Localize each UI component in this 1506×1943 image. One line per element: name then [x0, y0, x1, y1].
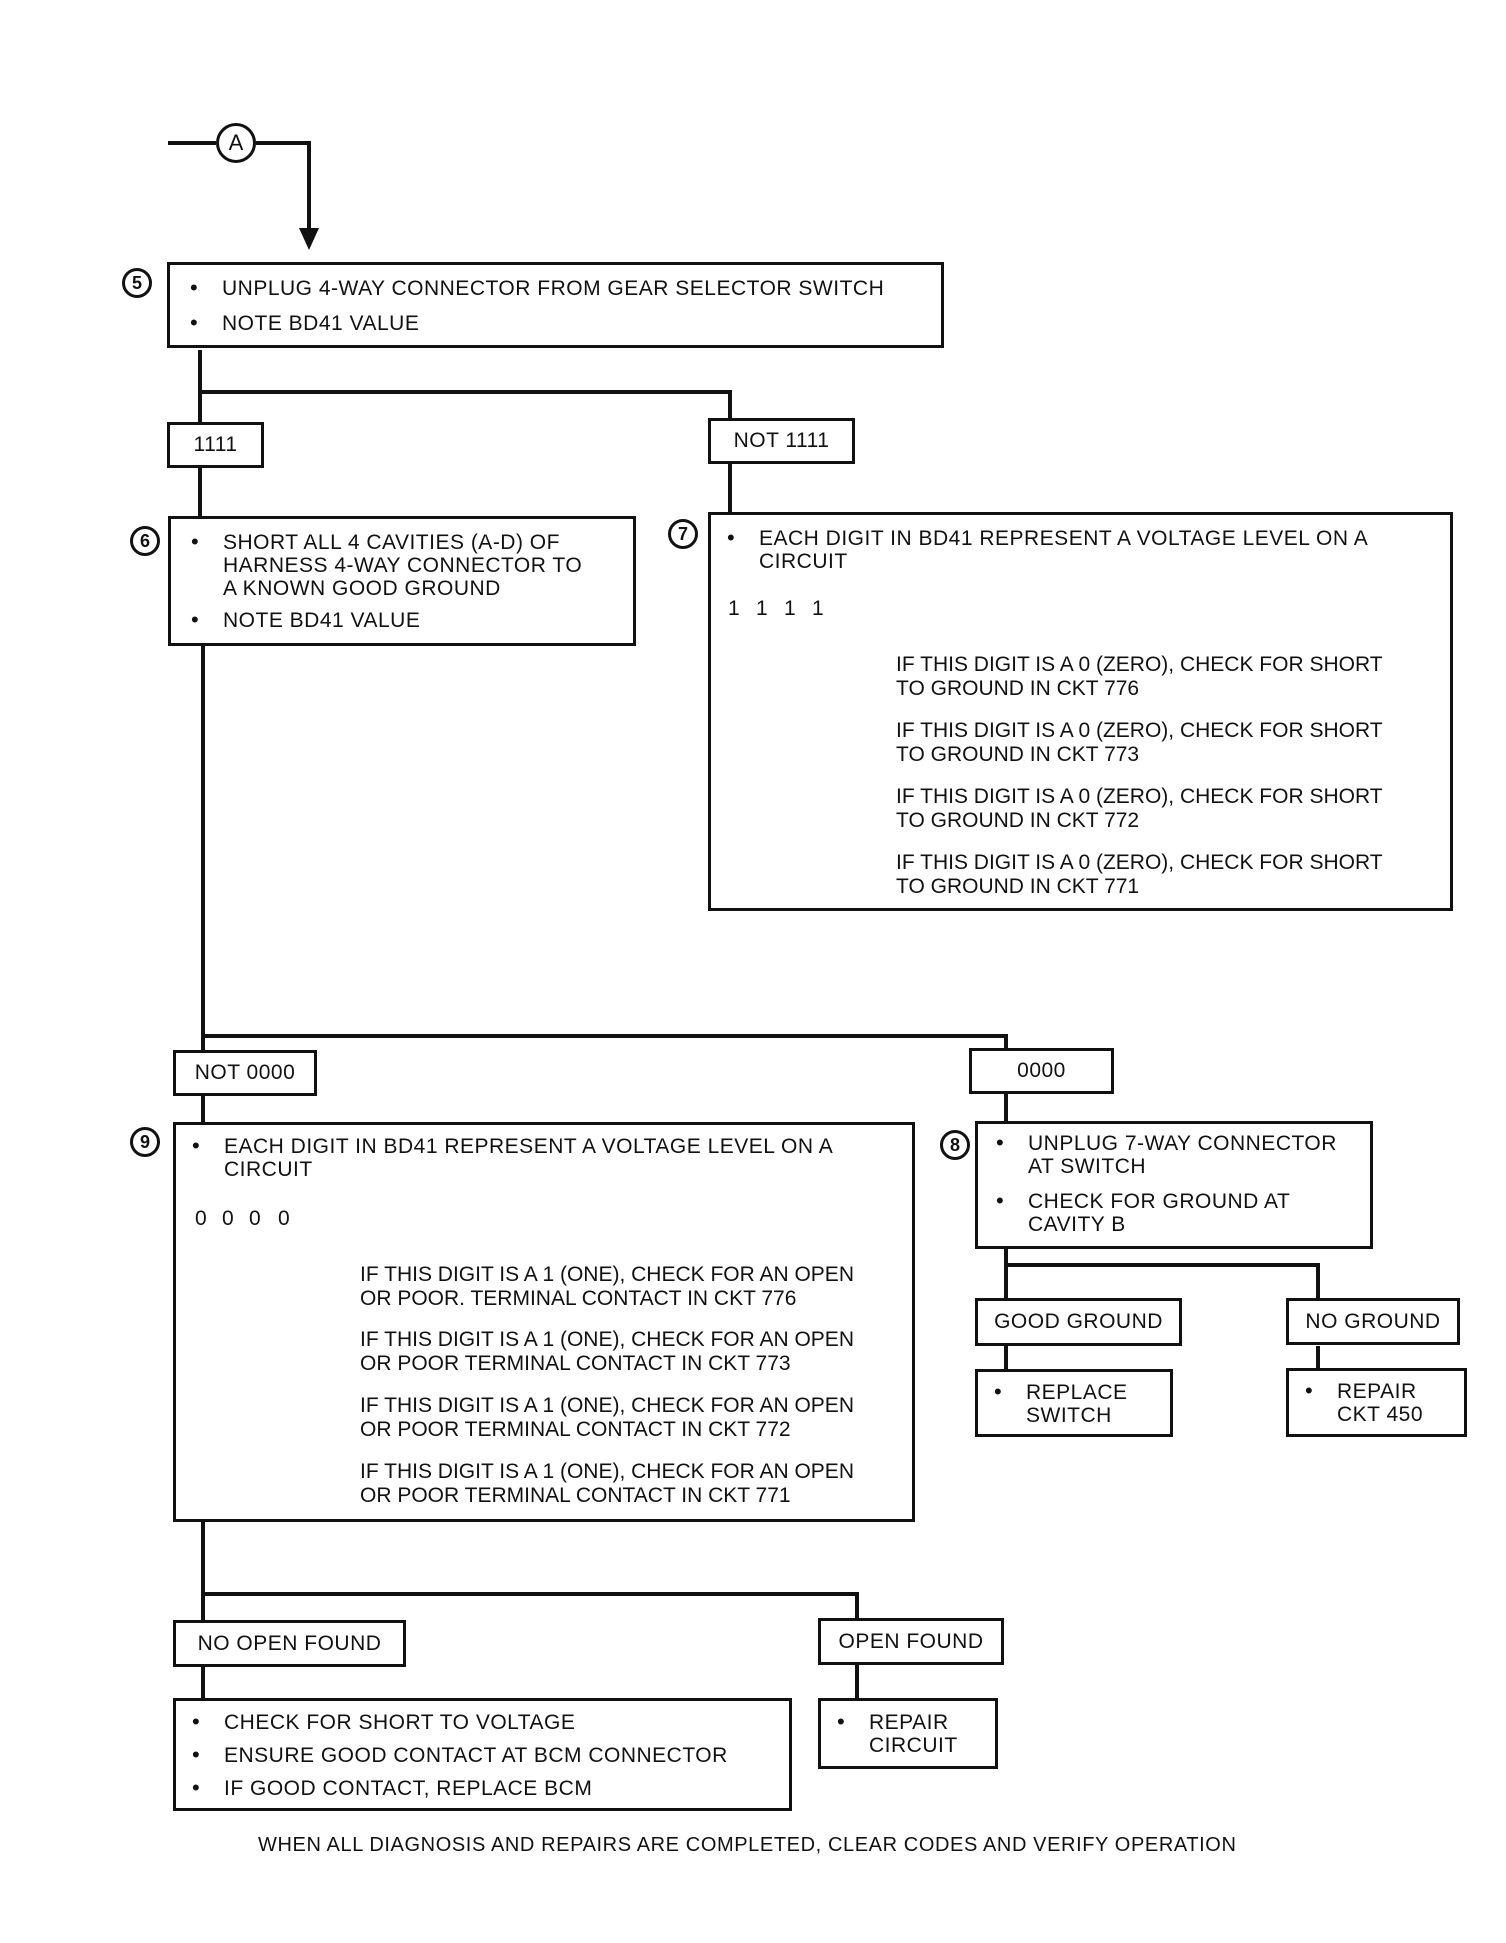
step-6-item-1-line-2: HARNESS 4-WAY CONNECTOR TO [223, 554, 583, 577]
entry-arrow-line [256, 141, 311, 230]
repair-ckt-450-box: REPAIR CKT 450 [1286, 1368, 1467, 1437]
step-9-check-772: IF THIS DIGIT IS A 1 (ONE), CHECK FOR AN… [360, 1394, 854, 1442]
repair-circuit-item: REPAIR CIRCUIT [827, 1710, 958, 1757]
step-5-marker: 5 [122, 268, 152, 298]
step-7-digit-3: 1 [784, 597, 796, 620]
label-not-1111: NOT 1111 [708, 418, 855, 464]
final-item-2: ENSURE GOOD CONTACT AT BCM CONNECTOR [182, 1743, 728, 1767]
label-1111: 1111 [167, 422, 264, 468]
repair-circuit-box: REPAIR CIRCUIT [818, 1698, 998, 1769]
line-to-noground [1006, 1263, 1320, 1300]
step-7-check-773-line-1: IF THIS DIGIT IS A 0 (ZERO), CHECK FOR S… [896, 719, 1383, 742]
step-5-box: UNPLUG 4-WAY CONNECTOR FROM GEAR SELECTO… [167, 262, 944, 348]
entry-arrowhead [299, 228, 319, 250]
step-7-check-771: IF THIS DIGIT IS A 0 (ZERO), CHECK FOR S… [896, 851, 1383, 899]
repair-circuit-line-1: REPAIR [869, 1711, 949, 1734]
step-7-check-776-line-1: IF THIS DIGIT IS A 0 (ZERO), CHECK FOR S… [896, 653, 1383, 676]
connector-a: A [216, 123, 256, 163]
replace-switch-line-2: SWITCH [1026, 1404, 1112, 1427]
final-item-3: IF GOOD CONTACT, REPLACE BCM [182, 1776, 592, 1800]
step-5-item-2: NOTE BD41 VALUE [180, 311, 419, 335]
repair-ckt-450-line-2: CKT 450 [1337, 1403, 1423, 1426]
step-5-item-1: UNPLUG 4-WAY CONNECTOR FROM GEAR SELECTO… [180, 276, 884, 300]
step-9-check-772-line-2: OR POOR TERMINAL CONTACT IN CKT 772 [360, 1418, 791, 1441]
step-7-box: EACH DIGIT IN BD41 REPRESENT A VOLTAGE L… [708, 512, 1453, 911]
step-8-item-1-line-2: AT SWITCH [1028, 1155, 1147, 1178]
step-6-marker: 6 [130, 526, 160, 556]
step-7-intro-line-2: CIRCUIT [759, 550, 848, 573]
step-8-item-2-line-2: CAVITY B [1028, 1213, 1126, 1236]
replace-switch-box: REPLACE SWITCH [975, 1369, 1173, 1437]
final-item-1: CHECK FOR SHORT TO VOLTAGE [182, 1710, 575, 1734]
step-8-box: UNPLUG 7-WAY CONNECTOR AT SWITCH CHECK F… [975, 1121, 1373, 1249]
step-7-check-772-line-2: TO GROUND IN CKT 772 [896, 809, 1140, 832]
step-8-item-1-line-1: UNPLUG 7-WAY CONNECTOR [1028, 1132, 1337, 1155]
step-9-check-771-line-2: OR POOR TERMINAL CONTACT IN CKT 771 [360, 1484, 791, 1507]
step-7-check-771-line-2: TO GROUND IN CKT 771 [896, 875, 1140, 898]
step-9-box: EACH DIGIT IN BD41 REPRESENT A VOLTAGE L… [173, 1122, 915, 1522]
label-no-ground: NO GROUND [1286, 1298, 1460, 1345]
repair-circuit-line-2: CIRCUIT [869, 1734, 958, 1757]
step-6-item-2: NOTE BD41 VALUE [181, 608, 420, 632]
line-to-not1111 [200, 390, 732, 423]
step-9-digit-3: 0 [249, 1207, 261, 1230]
step-9-check-776-line-1: IF THIS DIGIT IS A 1 (ONE), CHECK FOR AN… [360, 1263, 854, 1286]
step-7-check-773-line-2: TO GROUND IN CKT 773 [896, 743, 1140, 766]
step-7-digit-4: 1 [812, 597, 824, 620]
step-9-check-773-line-2: OR POOR TERMINAL CONTACT IN CKT 773 [360, 1352, 791, 1375]
step-9-check-776: IF THIS DIGIT IS A 1 (ONE), CHECK FOR AN… [360, 1263, 854, 1311]
step-7-check-772-line-1: IF THIS DIGIT IS A 0 (ZERO), CHECK FOR S… [896, 785, 1383, 808]
step-9-check-776-line-2: OR POOR. TERMINAL CONTACT IN CKT 776 [360, 1287, 797, 1310]
repair-ckt-450-item: REPAIR CKT 450 [1295, 1379, 1423, 1426]
label-open-found: OPEN FOUND [818, 1618, 1004, 1665]
step-7-digit-2: 1 [756, 597, 768, 620]
final-check-box: CHECK FOR SHORT TO VOLTAGE ENSURE GOOD C… [173, 1698, 792, 1811]
step-9-marker: 9 [130, 1127, 160, 1157]
label-good-ground: GOOD GROUND [975, 1298, 1182, 1346]
step-9-check-771-line-1: IF THIS DIGIT IS A 1 (ONE), CHECK FOR AN… [360, 1460, 854, 1483]
step-9-intro-line-2: CIRCUIT [224, 1158, 313, 1181]
step-8-item-2-line-1: CHECK FOR GROUND AT [1028, 1190, 1291, 1213]
replace-switch-item: REPLACE SWITCH [984, 1380, 1128, 1427]
step-7-digit-1: 1 [728, 597, 740, 620]
step-7-check-771-line-1: IF THIS DIGIT IS A 0 (ZERO), CHECK FOR S… [896, 851, 1383, 874]
step-9-digit-2: 0 [222, 1207, 234, 1230]
line-to-0000 [203, 1034, 1008, 1050]
step-8-marker: 8 [940, 1130, 970, 1160]
step-9-intro: EACH DIGIT IN BD41 REPRESENT A VOLTAGE L… [182, 1134, 834, 1181]
step-8-item-1: UNPLUG 7-WAY CONNECTOR AT SWITCH [986, 1131, 1337, 1178]
step-9-digit-1: 0 [195, 1207, 207, 1230]
step-7-check-773: IF THIS DIGIT IS A 0 (ZERO), CHECK FOR S… [896, 719, 1383, 767]
label-not-0000: NOT 0000 [173, 1050, 317, 1096]
step-7-marker: 7 [668, 519, 698, 549]
step-7-intro-line-1: EACH DIGIT IN BD41 REPRESENT A VOLTAGE L… [759, 527, 1369, 550]
step-7-check-776: IF THIS DIGIT IS A 0 (ZERO), CHECK FOR S… [896, 653, 1383, 701]
step-6-box: SHORT ALL 4 CAVITIES (A-D) OF HARNESS 4-… [168, 516, 636, 646]
step-9-check-773: IF THIS DIGIT IS A 1 (ONE), CHECK FOR AN… [360, 1328, 854, 1376]
label-0000: 0000 [969, 1048, 1114, 1094]
step-6-item-1: SHORT ALL 4 CAVITIES (A-D) OF HARNESS 4-… [181, 530, 583, 600]
replace-switch-line-1: REPLACE [1026, 1381, 1128, 1404]
step-7-intro: EACH DIGIT IN BD41 REPRESENT A VOLTAGE L… [717, 526, 1369, 573]
step-9-intro-line-1: EACH DIGIT IN BD41 REPRESENT A VOLTAGE L… [224, 1135, 834, 1158]
step-9-check-773-line-1: IF THIS DIGIT IS A 1 (ONE), CHECK FOR AN… [360, 1328, 854, 1351]
label-no-open-found: NO OPEN FOUND [173, 1620, 406, 1667]
step-6-item-1-line-3: A KNOWN GOOD GROUND [223, 577, 501, 600]
step-9-check-771: IF THIS DIGIT IS A 1 (ONE), CHECK FOR AN… [360, 1460, 854, 1508]
step-7-check-772: IF THIS DIGIT IS A 0 (ZERO), CHECK FOR S… [896, 785, 1383, 833]
footer-note: WHEN ALL DIAGNOSIS AND REPAIRS ARE COMPL… [258, 1834, 1237, 1856]
step-7-check-776-line-2: TO GROUND IN CKT 776 [896, 677, 1140, 700]
step-8-item-2: CHECK FOR GROUND AT CAVITY B [986, 1189, 1291, 1236]
repair-ckt-450-line-1: REPAIR [1337, 1380, 1417, 1403]
line-to-openfound [203, 1592, 859, 1620]
step-9-check-772-line-1: IF THIS DIGIT IS A 1 (ONE), CHECK FOR AN… [360, 1394, 854, 1417]
step-6-item-1-line-1: SHORT ALL 4 CAVITIES (A-D) OF [223, 531, 560, 554]
step-9-digit-4: 0 [278, 1207, 290, 1230]
